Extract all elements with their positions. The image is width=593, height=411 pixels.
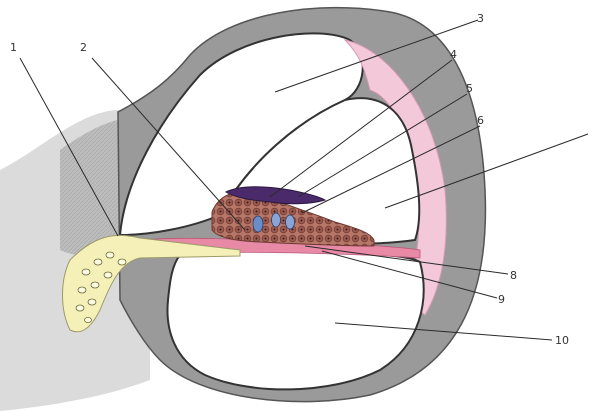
callout-label-8: 8	[510, 269, 517, 282]
callout-label-5: 5	[466, 82, 473, 95]
callout-label-9: 9	[498, 293, 505, 306]
callout-label-6: 6	[477, 114, 484, 127]
callout-label-2: 2	[80, 41, 87, 54]
callout-label-1: 1	[10, 41, 17, 54]
callout-label-4: 4	[450, 48, 457, 61]
callout-label-10: 10	[555, 334, 569, 347]
callout-label-3: 3	[477, 12, 484, 25]
